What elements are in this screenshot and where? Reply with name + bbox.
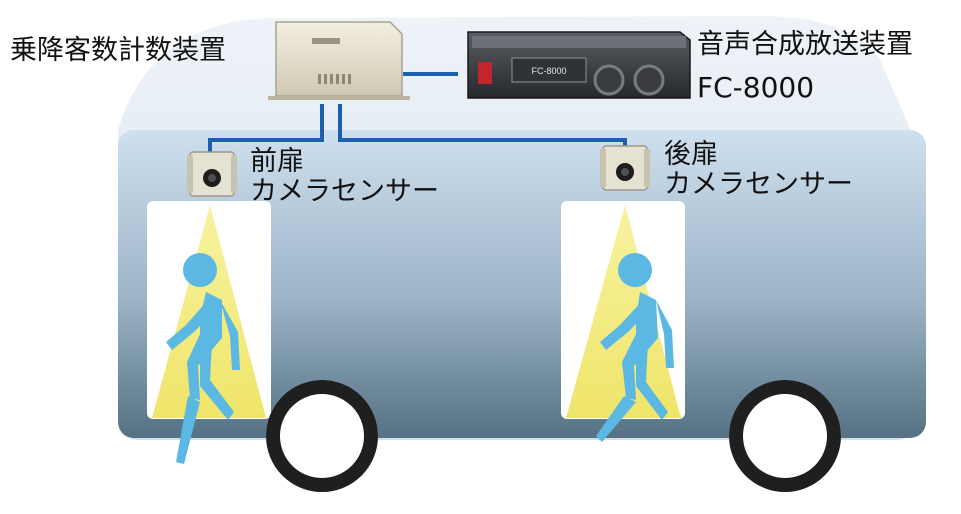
bus-body xyxy=(118,130,926,438)
counter-device xyxy=(268,21,410,100)
front-wheel xyxy=(266,380,378,492)
counter-device-label: 乗降客数計数装置 xyxy=(10,35,226,66)
cables xyxy=(208,72,627,158)
front-camera-sensor xyxy=(187,151,237,197)
rear-person-icon xyxy=(596,253,674,442)
rear-sensor-type-label: カメラセンサー xyxy=(664,169,853,201)
rear-sensor-label: 後扉 カメラセンサー xyxy=(664,139,853,201)
rear-camera-sensor xyxy=(600,145,650,191)
front-sensor-door-label: 前扉 xyxy=(250,146,304,177)
voice-system-panel-text: FC-8000 xyxy=(531,66,566,76)
rear-sensor-door-label: 後扉 xyxy=(664,139,718,170)
voice-system-device: FC-8000 xyxy=(467,31,691,99)
voice-system-label: 音声合成放送装置 xyxy=(697,29,913,60)
front-sensor-label: 前扉 カメラセンサー xyxy=(250,146,439,208)
voice-system-model: FC-8000 xyxy=(697,71,815,104)
rear-wheel xyxy=(729,380,841,492)
front-person-icon xyxy=(166,253,240,464)
front-sensor-type-label: カメラセンサー xyxy=(250,176,439,208)
rear-detection-cone xyxy=(566,205,681,418)
